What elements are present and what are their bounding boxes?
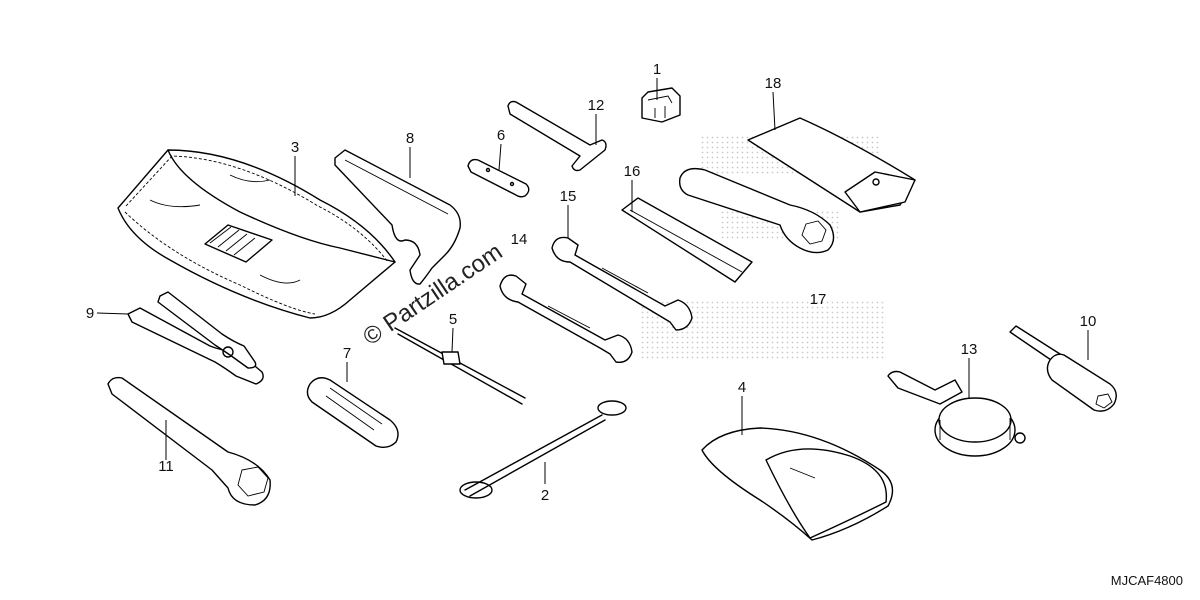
box-wrench-part[interactable] <box>107 376 271 506</box>
callout-14: 14 <box>511 231 528 248</box>
callout-18: 18 <box>765 75 782 92</box>
tool-pouch-part[interactable] <box>701 427 894 541</box>
callout-4: 4 <box>738 379 746 396</box>
callout-13: 13 <box>961 341 978 358</box>
pliers-part[interactable] <box>127 291 264 385</box>
callout-3: 3 <box>291 139 299 156</box>
flat-strip-part[interactable] <box>621 197 753 283</box>
callout-9: 9 <box>86 305 94 322</box>
ring-wrench-part[interactable] <box>678 167 835 254</box>
flat-bar-part[interactable] <box>467 158 530 198</box>
callout-17: 17 <box>810 291 827 308</box>
callout-8: 8 <box>406 130 414 147</box>
hex-key-part[interactable] <box>507 100 607 172</box>
screwdriver-handle-part[interactable] <box>306 377 399 449</box>
fuse-clip-part[interactable] <box>641 87 681 123</box>
open-end-wrench-14[interactable] <box>499 274 633 363</box>
tool-bag-part[interactable] <box>117 149 396 319</box>
callout-labels: 1 2 3 4 5 6 7 8 9 10 11 12 13 14 15 16 1… <box>86 61 1097 504</box>
callout-5: 5 <box>449 311 457 328</box>
callout-1: 1 <box>653 61 661 78</box>
strap-part[interactable] <box>459 400 627 499</box>
callout-6: 6 <box>497 127 505 144</box>
leader-lines <box>96 78 1089 484</box>
flat-spanner-part[interactable] <box>334 149 461 285</box>
socket-wrench-part[interactable] <box>1009 325 1117 412</box>
callout-15: 15 <box>560 188 577 205</box>
callout-10: 10 <box>1080 313 1097 330</box>
open-end-wrench-15[interactable] <box>551 236 693 331</box>
screwdriver-shaft-part[interactable] <box>394 327 526 405</box>
callout-11: 11 <box>158 458 174 475</box>
tire-gauge-part[interactable] <box>887 370 1026 457</box>
callout-16: 16 <box>624 163 641 180</box>
callout-2: 2 <box>541 487 549 504</box>
callout-12: 12 <box>588 97 605 114</box>
diagram-code: MJCAF4800 <box>1111 573 1183 588</box>
document-pouch-part[interactable] <box>747 117 916 213</box>
callout-7: 7 <box>343 345 351 362</box>
